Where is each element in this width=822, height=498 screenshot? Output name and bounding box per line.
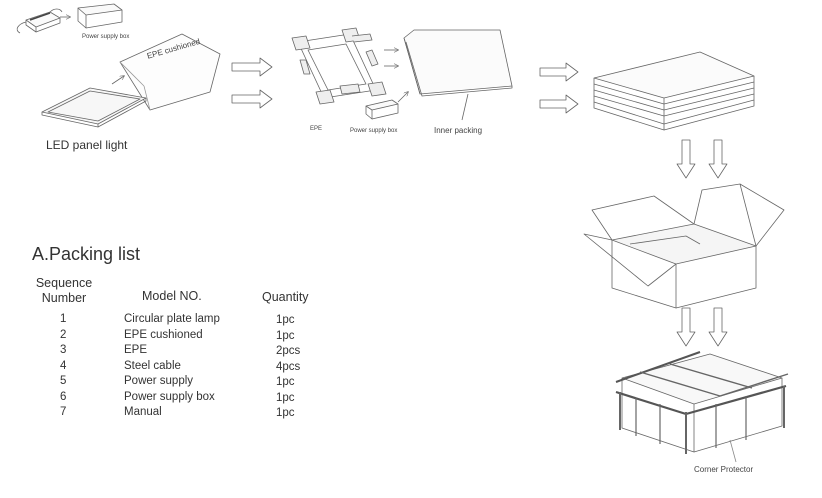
row-model: EPE [124,344,148,356]
row-quantity: 1pc [276,407,295,419]
power-supply-box-mid-drawing [365,99,399,120]
arrow-to-bag [111,76,124,85]
row-quantity: 1pc [276,391,295,404]
header-sequence: Sequence Number [32,276,96,306]
label-corner-protector: Corner Protector [694,465,754,474]
row-sequence: 2 [60,328,67,341]
row-quantity: 4pcs [276,360,301,373]
row-model: Manual [124,406,162,418]
panel-stack-drawing [593,51,755,131]
packing-list-title: A.Packing list [32,244,141,264]
label-led-panel-light: LED panel light [46,138,128,152]
row-model: Steel cable [124,359,181,372]
row-quantity: 2pcs [276,345,301,357]
header-model: Model NO. [142,289,202,303]
label-epe: EPE [310,126,323,132]
power-supply-drawing [16,8,63,34]
header-sequence-line2: Number [41,291,87,305]
row-sequence: 4 [60,359,67,372]
row-sequence: 3 [60,344,67,356]
sealed-carton-drawing [615,351,789,454]
power-supply-box-drawing [77,3,123,29]
row-model: Power supply box [124,390,215,403]
arrows-step2 [539,62,579,114]
row-sequence: 5 [60,375,67,387]
open-carton-drawing [583,183,785,309]
arrows-step3 [676,139,728,179]
epe-cushioned-bag-drawing [119,33,221,111]
arrows-step4 [676,307,728,347]
header-sequence-line1: Sequence [35,276,93,290]
row-quantity: 1pc [276,329,295,342]
epe-frame-drawing [291,27,387,105]
row-sequence: 1 [60,313,67,325]
row-quantity: 1pc [276,314,295,326]
label-power-supply-box-top: Power supply box [82,34,130,40]
led-panel-drawing [41,87,147,128]
arrow-box-up [397,92,408,103]
corner-protector-leader [729,439,737,463]
header-quantity: Quantity [262,290,309,304]
row-model: Power supply [124,375,194,387]
row-sequence: 6 [60,390,67,403]
arrows-step1 [231,57,273,109]
row-sequence: 7 [60,406,67,418]
label-inner-packing: Inner packing [434,126,483,135]
row-model: EPE cushioned [124,328,203,341]
inner-packing-drawing [403,29,513,121]
row-model: Circular plate lamp [124,313,220,325]
label-power-supply-box-mid: Power supply box [350,128,398,134]
row-quantity: 1pc [276,376,295,388]
